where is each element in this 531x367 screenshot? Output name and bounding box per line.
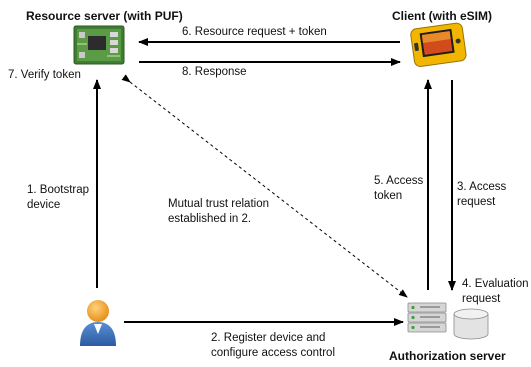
resource-server-title: Resource server (with PUF) bbox=[26, 9, 183, 23]
step-2-label: 2. Register device and configure access … bbox=[211, 332, 336, 359]
step-7-label: 7. Verify token bbox=[8, 69, 81, 81]
step-8-label: 8. Response bbox=[182, 66, 247, 78]
step-4-label: 4. Evaluation request bbox=[462, 278, 529, 305]
step-6-label: 6. Resource request + token bbox=[182, 26, 327, 38]
step-1-label: 1. Bootstrap device bbox=[27, 184, 90, 211]
user-person-icon bbox=[80, 300, 116, 346]
step-5-label: 5. Access token bbox=[374, 175, 424, 202]
handheld-device-icon bbox=[410, 22, 467, 67]
database-icon bbox=[453, 308, 489, 340]
authorization-server-title: Authorization server bbox=[389, 349, 506, 363]
trust-relation-arrow bbox=[121, 74, 408, 298]
client-title: Client (with eSIM) bbox=[392, 9, 492, 23]
trust-note-label: Mutual trust relation established in 2. bbox=[168, 198, 269, 225]
chip-icon bbox=[73, 25, 125, 65]
server-rack-icon bbox=[407, 302, 447, 333]
step-3-label: 3. Access request bbox=[457, 181, 507, 208]
